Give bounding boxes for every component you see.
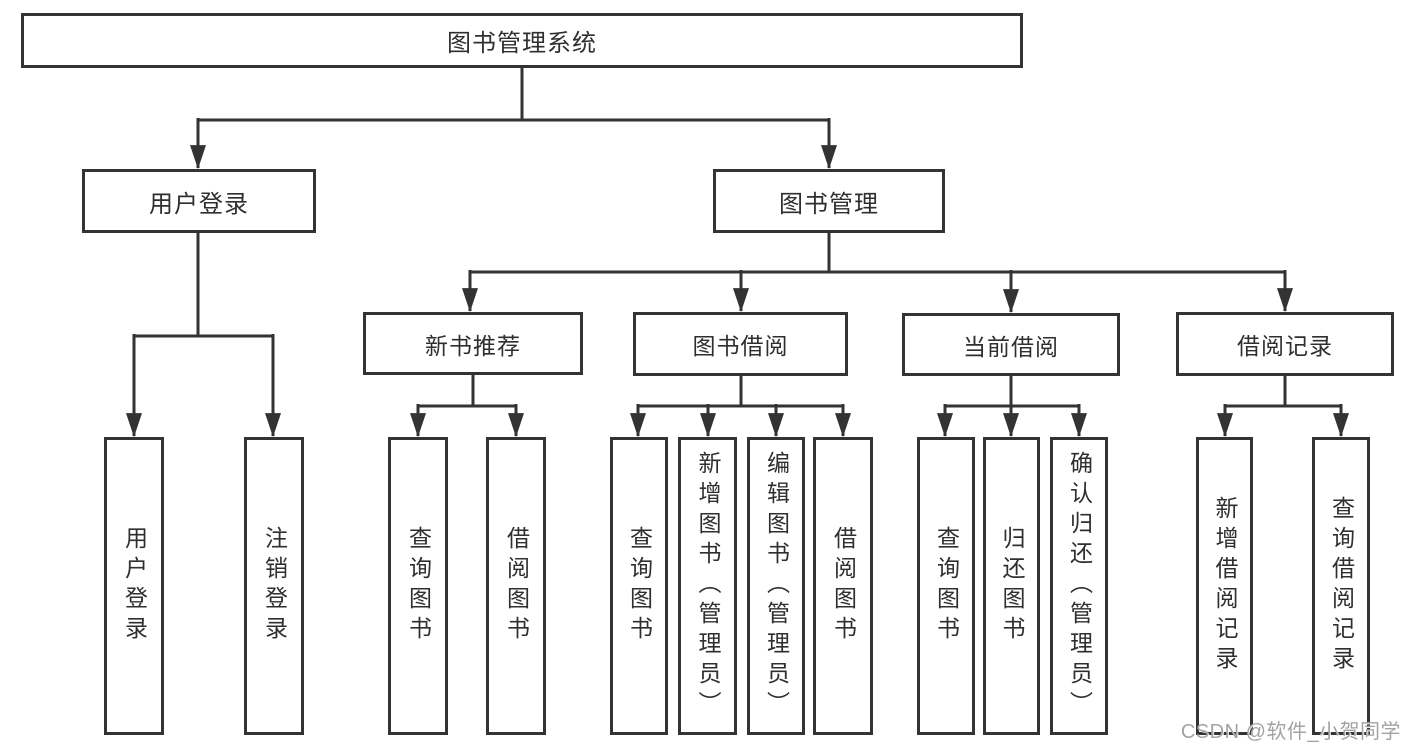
node-label: 查询图书 [626,526,653,646]
node-borrow-records: 借阅记录 [1176,312,1394,376]
node-label: 图书管理 [779,190,879,218]
node-user-login: 用户登录 [82,169,316,233]
node-label: 查询图书 [933,526,960,646]
leaf-add-book-admin: 新增图书（管理员） [678,437,737,735]
csdn-watermark: CSDN @软件_小贺同学 [1180,721,1401,743]
node-label: 借阅图书 [503,526,530,646]
node-label: 用户登录 [121,526,148,646]
edge-management-bus [470,233,1285,274]
node-label: 图书借阅 [692,333,789,359]
leaf-logout-login: 注销登录 [244,437,304,735]
node-label: 借阅图书 [830,526,857,646]
leaf-borrow-book-newbook: 借阅图书 [486,437,546,735]
node-current-borrow: 当前借阅 [902,313,1120,376]
leaf-query-borrow-record: 查询借阅记录 [1312,437,1370,735]
leaf-query-book-newbook: 查询图书 [388,437,448,735]
leaf-user-login: 用户登录 [104,437,164,735]
node-new-book-recommend: 新书推荐 [363,312,583,375]
edge-current-bus [945,376,1079,408]
node-label: 借阅记录 [1237,333,1333,359]
node-label: 图书管理系统 [447,30,597,57]
node-label: 新增图书（管理员） [695,451,721,721]
node-label: 确认归还（管理员） [1066,451,1093,721]
edge-login-bus [134,233,273,338]
leaf-edit-book-admin: 编辑图书（管理员） [747,437,805,735]
node-label: 编辑图书（管理员） [763,451,790,721]
edge-records-bus [1225,376,1341,408]
node-label: 新书推荐 [425,332,521,359]
node-label: 用户登录 [149,190,249,218]
leaf-query-book-current: 查询图书 [917,437,975,735]
leaf-query-book-borrow: 查询图书 [610,437,668,735]
leaf-add-borrow-record: 新增借阅记录 [1196,437,1253,735]
node-label: 查询图书 [405,526,432,646]
edge-newbook-bus [418,375,516,408]
node-book-management: 图书管理 [713,169,945,233]
leaf-borrow-book: 借阅图书 [813,437,873,735]
node-book-borrow: 图书借阅 [633,312,848,376]
node-label: 新增借阅记录 [1212,496,1238,676]
node-label: 归还图书 [999,526,1025,646]
edge-borrow-bus [638,376,843,408]
leaf-confirm-return-admin: 确认归还（管理员） [1050,437,1108,735]
node-library-system: 图书管理系统 [21,13,1023,68]
node-label: 查询借阅记录 [1328,496,1355,676]
leaf-return-book: 归还图书 [983,437,1040,735]
node-label: 注销登录 [261,526,288,646]
node-label: 当前借阅 [963,333,1059,360]
edge-root-bus [198,68,829,122]
